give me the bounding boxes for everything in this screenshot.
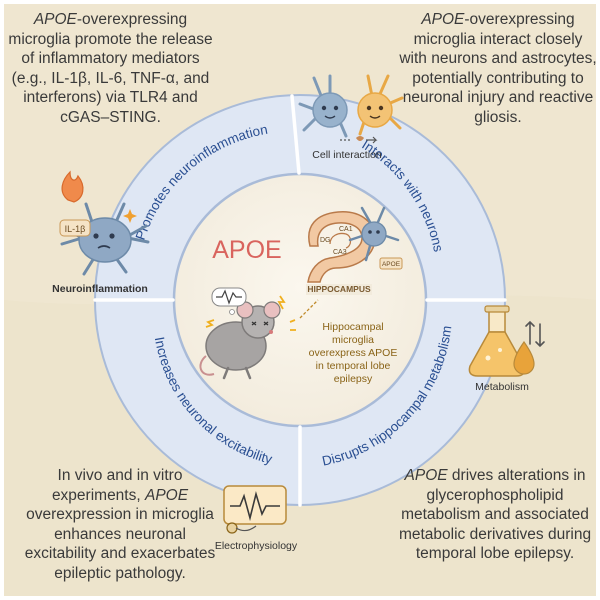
center-caption: Hippocampal microglia overexpress APOE i… [309,321,398,385]
text-bottom-left-pre: In vivo and in vitro experiments, [51,467,183,504]
microglia-apoe-icon: APOE [348,206,403,270]
text-top-left: APOE-overexpressing microglia promote th… [8,10,213,127]
il1b-badge: IL-1β [65,224,86,234]
ca3-label: CA3 [333,249,347,256]
text-bottom-left: In vivo and in vitro experiments, APOE o… [20,466,220,583]
metabolism-flask-icon [468,305,545,377]
caption-line-5: epilepsy [334,373,373,385]
mouse-seizure-icon [199,287,296,380]
ca1-label: CA1 [339,226,353,233]
neuroinflammation-label: Neuroinflammation [52,283,148,295]
text-bottom-left-post: overexpression in microglia enhances neu… [24,506,216,582]
microglia-inflamed-icon: IL-1β [59,170,150,276]
text-top-right: APOE-overexpressing microglia interact c… [398,10,598,127]
dg-label: DG [320,237,331,244]
ring-dividers [93,94,507,507]
electrophysiology-label: Electrophysiology [215,540,298,552]
cell-interaction-icon [298,74,404,144]
hippocampus-label: HIPPOCAMPUS [307,284,371,294]
text-top-left-body: -overexpressing microglia promote the re… [8,11,213,126]
center-title: APOE [212,236,281,264]
gene-apoe-tl: APOE [33,11,77,28]
caption-line-1: Hippocampal [322,321,383,333]
connector-arrow [299,299,319,319]
gene-apoe-tr: APOE [421,11,465,28]
gene-apoe-bl: APOE [144,486,189,504]
caption-line-3: overexpress APOE [309,347,398,359]
metabolism-label: Metabolism [475,381,529,393]
cell-interaction-label: Cell interaction [312,149,382,161]
text-bottom-right-body: drives alterations in glycerophospholipi… [398,467,592,562]
gene-apoe-br: APOE [404,467,448,484]
text-bottom-right: APOE drives alterations in glycerophosph… [395,466,595,564]
apoe-tag: APOE [382,261,401,268]
caption-line-2: microglia [332,334,374,346]
electrophysiology-monitor-icon [223,485,287,534]
text-top-right-body: -overexpressing microglia interact close… [399,11,597,126]
caption-line-4: in temporal lobe [316,360,391,372]
hippocampus-icon: CA1 CA3 DG [307,211,376,283]
